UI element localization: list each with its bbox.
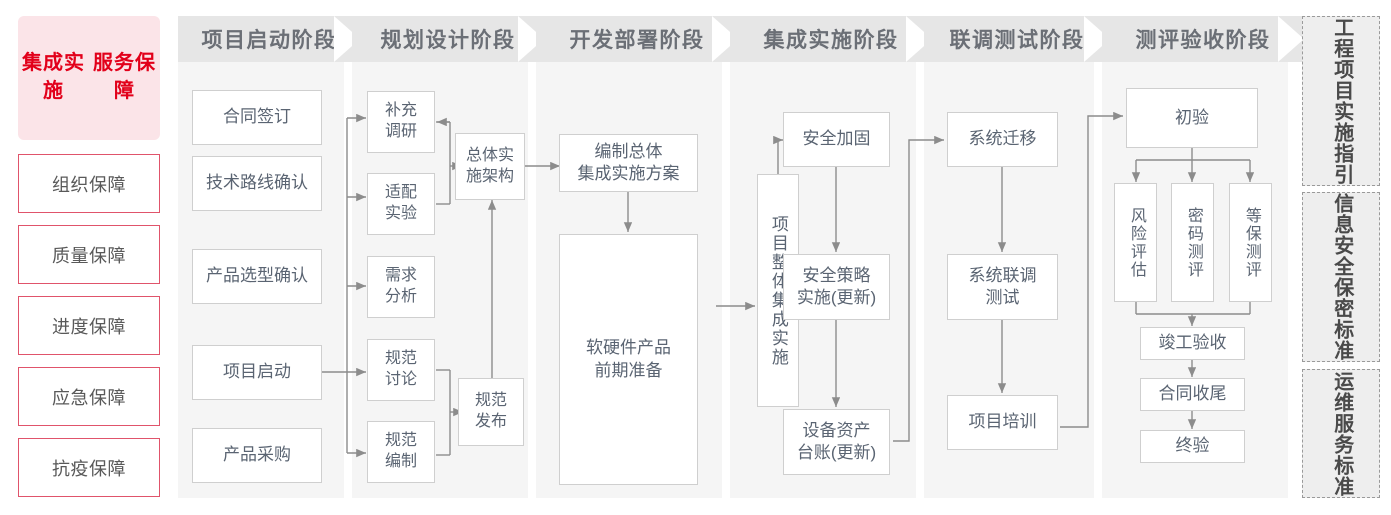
- guarantee-title: 集成实施 服务保障: [18, 16, 160, 140]
- node-label-line-1: 设备资产: [802, 420, 871, 440]
- node-risk-assessment[interactable]: 风险评估: [1114, 183, 1157, 302]
- node-security-policy-impl[interactable]: 安全策略 实施(更新): [783, 254, 890, 320]
- node-requirement-analysis[interactable]: 需求 分析: [367, 256, 435, 318]
- node-label-line-2: 测试: [985, 288, 1020, 307]
- node-spec-drafting[interactable]: 规范 编制: [367, 421, 435, 483]
- node-product-selection-confirm[interactable]: 产品选型确认: [192, 249, 322, 304]
- guarantee-item-emergency[interactable]: 应急保障: [18, 367, 160, 426]
- node-label-line-1: 补充: [384, 102, 417, 120]
- phase-header-joint-testing[interactable]: 联调测试阶段: [924, 16, 1110, 62]
- node-contract-closeout[interactable]: 合同收尾: [1140, 378, 1245, 411]
- node-label-line-1: 总体实: [465, 146, 514, 164]
- node-tech-route-confirm[interactable]: 技术路线确认: [192, 156, 322, 211]
- node-asset-ledger[interactable]: 设备资产 台账(更新): [783, 409, 890, 475]
- guarantee-title-line-1: 集成实施: [22, 52, 85, 102]
- node-label-line-2: 编制: [384, 453, 417, 470]
- guarantee-item-organization[interactable]: 组织保障: [18, 154, 160, 213]
- node-completion-acceptance[interactable]: 竣工验收: [1140, 327, 1245, 360]
- node-system-migration[interactable]: 系统迁移: [947, 112, 1058, 167]
- node-overall-impl-architecture[interactable]: 总体实 施架构: [455, 133, 525, 200]
- standard-box-infosec[interactable]: 信息安全保密标准: [1302, 192, 1380, 362]
- node-preliminary-acceptance[interactable]: 初验: [1126, 88, 1258, 148]
- standard-box-ops[interactable]: 运维服务标准: [1302, 369, 1380, 498]
- phase-header-acceptance[interactable]: 测评验收阶段: [1102, 16, 1304, 62]
- node-label-line-1: 编制总体: [594, 141, 663, 161]
- guarantee-item-schedule[interactable]: 进度保障: [18, 296, 160, 355]
- node-label-line-2: 发布: [474, 413, 507, 430]
- node-label-line-1: 软硬件产品: [586, 338, 671, 358]
- node-label-line-2: 讨论: [384, 371, 417, 388]
- node-label-line-2: 调研: [384, 123, 417, 140]
- node-label-line-1: 规范: [384, 350, 417, 368]
- node-system-joint-test[interactable]: 系统联调 测试: [947, 254, 1058, 320]
- phase-header-development[interactable]: 开发部署阶段: [536, 16, 738, 62]
- node-label-line-1: 需求: [384, 267, 417, 285]
- node-label-line-2: 实验: [384, 205, 417, 222]
- node-label-line-2: 施架构: [465, 167, 514, 185]
- node-spec-release[interactable]: 规范 发布: [458, 378, 524, 446]
- node-adaptation-experiment[interactable]: 适配 实验: [367, 173, 435, 235]
- node-label-line-2: 集成实施方案: [577, 164, 680, 183]
- standard-label-infosec: 信息安全保密标准: [1330, 193, 1353, 361]
- node-contract-signing[interactable]: 合同签订: [192, 90, 322, 145]
- node-label-line-2: 实施(更新): [796, 288, 877, 307]
- standard-box-engineering[interactable]: 工程项目实施指引: [1302, 16, 1380, 186]
- standard-label-engineering: 工程项目实施指引: [1330, 17, 1353, 185]
- node-label-line-1: 规范: [474, 392, 507, 410]
- node-hw-sw-preparation[interactable]: 软硬件产品 前期准备: [559, 234, 698, 485]
- node-supplementary-research[interactable]: 补充 调研: [367, 91, 435, 153]
- node-mlps-evaluation[interactable]: 等保测评: [1229, 183, 1272, 302]
- node-label-line-1: 规范: [384, 432, 417, 450]
- node-project-training[interactable]: 项目培训: [947, 395, 1058, 450]
- node-compile-overall-plan[interactable]: 编制总体 集成实施方案: [559, 134, 698, 192]
- node-security-hardening[interactable]: 安全加固: [783, 112, 890, 167]
- node-label-line-2: 前期准备: [594, 360, 663, 380]
- standard-label-ops: 运维服务标准: [1330, 370, 1353, 497]
- phase-header-initiation[interactable]: 项目启动阶段: [178, 16, 360, 62]
- node-spec-discussion[interactable]: 规范 讨论: [367, 339, 435, 401]
- node-product-procurement[interactable]: 产品采购: [192, 428, 322, 483]
- node-final-acceptance[interactable]: 终验: [1140, 430, 1245, 463]
- node-label-line-1: 系统联调: [968, 265, 1037, 285]
- node-crypto-evaluation[interactable]: 密码测评: [1171, 183, 1214, 302]
- guarantee-item-quality[interactable]: 质量保障: [18, 225, 160, 284]
- phase-header-planning[interactable]: 规划设计阶段: [352, 16, 544, 62]
- guarantee-title-line-2: 服务保障: [93, 52, 156, 102]
- node-project-kickoff[interactable]: 项目启动: [192, 345, 322, 400]
- node-label-line-2: 分析: [384, 288, 417, 305]
- phase-header-integration[interactable]: 集成实施阶段: [730, 16, 932, 62]
- guarantee-item-epidemic[interactable]: 抗疫保障: [18, 438, 160, 497]
- node-label-line-1: 安全策略: [802, 265, 871, 285]
- node-label-line-2: 台账(更新): [796, 443, 877, 462]
- node-label-line-1: 适配: [384, 184, 417, 202]
